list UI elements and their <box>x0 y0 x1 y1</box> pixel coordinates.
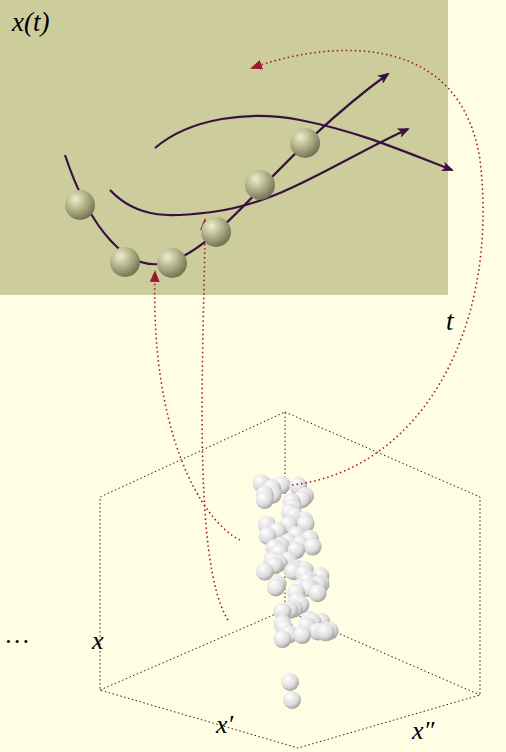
axis-label: x″ <box>412 718 434 744</box>
time-axis-label: t <box>446 308 454 335</box>
axis-label: x <box>92 628 104 654</box>
ellipsis-label: … <box>6 622 29 648</box>
plot-panel: x(t) <box>0 0 448 295</box>
axis-label: x(t) <box>12 8 49 38</box>
axis-label: x′ <box>216 712 233 738</box>
